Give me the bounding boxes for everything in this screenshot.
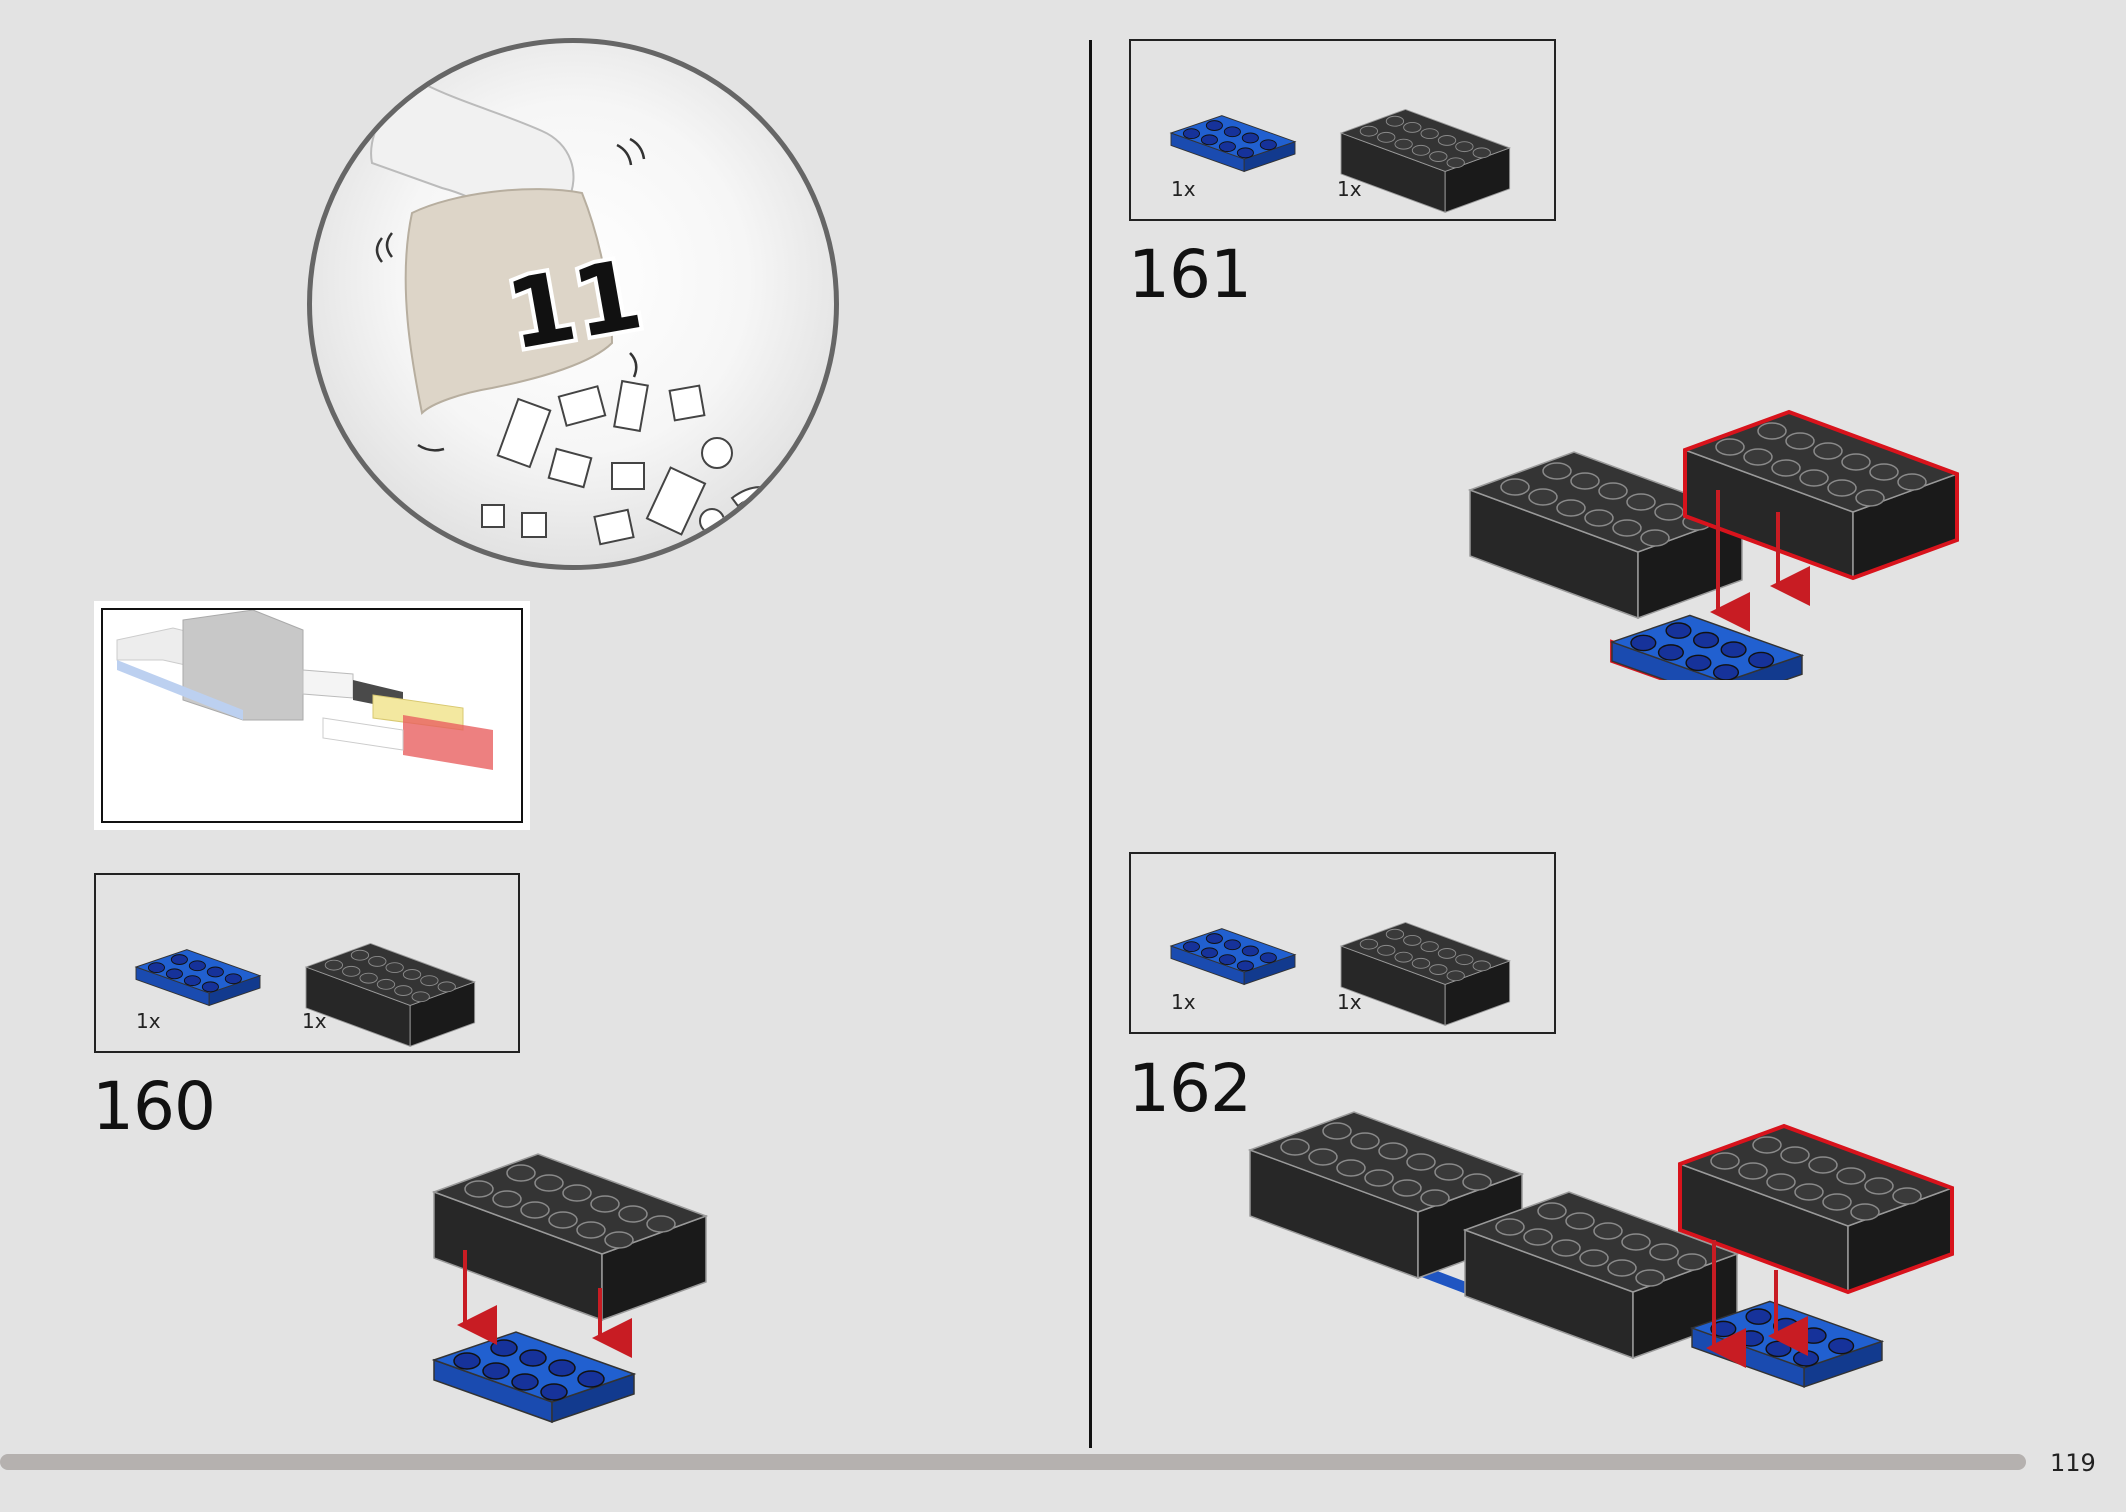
part-qty: 1x bbox=[1171, 177, 1196, 201]
step-161-illustration bbox=[1469, 409, 1959, 680]
step-160-illustration bbox=[433, 1153, 707, 1423]
black-brick-2x6-icon bbox=[1340, 108, 1511, 213]
black-brick-2x6-icon bbox=[305, 942, 476, 1047]
step-number: 162 bbox=[1128, 1050, 1252, 1127]
shake-icon bbox=[375, 137, 646, 452]
bag-number: 11 bbox=[499, 238, 650, 371]
progress-bar bbox=[0, 1454, 2026, 1470]
part-qty: 1x bbox=[302, 1009, 327, 1033]
parts-box-step-160: 1x 1x bbox=[94, 873, 520, 1053]
model-preview-image bbox=[116, 609, 493, 770]
bag-callout: 11 bbox=[307, 38, 839, 570]
step-162-illustration bbox=[1249, 1111, 1954, 1388]
bag-icon bbox=[404, 188, 614, 416]
part-qty: 1x bbox=[1337, 177, 1362, 201]
blue-plate-2x4-icon bbox=[1170, 115, 1296, 172]
part-qty: 1x bbox=[136, 1009, 161, 1033]
bag-illustration: 11 bbox=[370, 81, 778, 546]
page-divider bbox=[1089, 40, 1092, 1448]
loose-bricks-icon bbox=[481, 379, 778, 546]
black-brick-2x6-icon bbox=[1340, 921, 1511, 1026]
parts-box-step-161: 1x 1x bbox=[1129, 39, 1556, 221]
part-qty: 1x bbox=[1171, 990, 1196, 1014]
parts-box-step-162: 1x 1x bbox=[1129, 852, 1556, 1034]
page-number: 119 bbox=[2050, 1449, 2096, 1477]
step-number: 161 bbox=[1128, 236, 1252, 313]
model-preview bbox=[94, 601, 530, 830]
part-qty: 1x bbox=[1337, 990, 1362, 1014]
blue-plate-2x4-icon bbox=[1170, 928, 1296, 985]
blue-plate-2x4-icon bbox=[135, 949, 261, 1006]
step-number: 160 bbox=[92, 1068, 216, 1145]
